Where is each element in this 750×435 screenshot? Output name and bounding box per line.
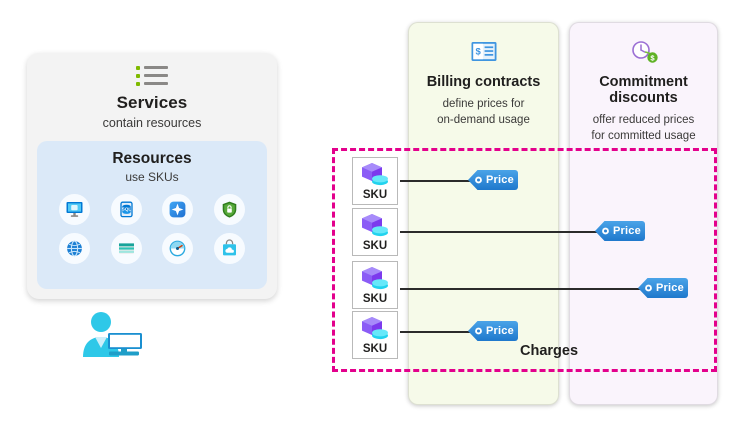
service-icon-cell[interactable] bbox=[204, 233, 256, 264]
svg-text:$: $ bbox=[475, 47, 481, 58]
service-icon-cell[interactable] bbox=[152, 233, 204, 264]
services-card-header: Services contain resources bbox=[27, 53, 277, 130]
panel-billing-subtitle-line-1: define prices for bbox=[442, 98, 525, 111]
sku-box[interactable]: SKU bbox=[352, 311, 398, 359]
resources-title: Resources bbox=[112, 150, 192, 167]
service-icon-cell[interactable] bbox=[49, 194, 101, 225]
services-subtitle: contain resources bbox=[102, 116, 202, 130]
services-title: Services bbox=[116, 93, 188, 112]
panel-commitment-title-line-1: Commitment bbox=[599, 74, 688, 90]
sku-cube-icon bbox=[362, 163, 388, 186]
connector-line-sku-4 bbox=[400, 331, 476, 333]
price-tag[interactable]: Price bbox=[467, 320, 519, 342]
panel-commitment-title: Commitment discounts bbox=[570, 74, 717, 106]
services-card: Services contain resources Resources use… bbox=[27, 53, 277, 299]
user-with-monitor-icon bbox=[78, 310, 148, 360]
price-tag-label: Price bbox=[486, 325, 514, 337]
resources-subtitle: use SKUs bbox=[125, 170, 179, 184]
panel-commitment-subtitle-line-1: offer reduced prices bbox=[592, 114, 695, 127]
price-tag-label: Price bbox=[656, 282, 684, 294]
service-icon-cell[interactable]: SQL bbox=[101, 194, 153, 225]
panel-commitment-discounts: $ Commitment discounts offer reduced pri… bbox=[569, 22, 718, 405]
panel-billing-subtitle-line-2: on-demand usage bbox=[437, 113, 530, 126]
sku-label: SKU bbox=[362, 293, 388, 305]
sku-label: SKU bbox=[362, 240, 388, 252]
list-icon bbox=[136, 65, 168, 87]
service-icon-cell[interactable] bbox=[152, 194, 204, 225]
sku-cube-icon bbox=[362, 317, 388, 340]
connector-line-sku-1 bbox=[400, 180, 476, 182]
sku-cube-icon bbox=[362, 267, 388, 290]
panel-billing-contracts: $ Billing contracts define prices for on… bbox=[408, 22, 559, 405]
svg-text:SQL: SQL bbox=[122, 207, 132, 212]
service-icon-cell[interactable] bbox=[101, 233, 153, 264]
resources-card: Resources use SKUs bbox=[37, 141, 267, 289]
panel-commitment-header: $ Commitment discounts offer reduced pri… bbox=[570, 23, 717, 145]
panel-commitment-subtitle-line-2: for committed usage bbox=[591, 129, 696, 142]
charges-label: Charges bbox=[520, 343, 579, 359]
panel-commitment-title-line-2: discounts bbox=[609, 90, 678, 107]
clock-discount-icon: $ bbox=[570, 37, 717, 67]
monitor-gauge-icon bbox=[162, 233, 194, 264]
connector-line-sku-3 bbox=[400, 288, 645, 290]
panel-billing-title: Billing contracts bbox=[426, 74, 541, 90]
storage-table-icon bbox=[110, 233, 142, 264]
connector-line-sku-2 bbox=[400, 231, 602, 233]
sku-box[interactable]: SKU bbox=[352, 261, 398, 309]
invoice-icon: $ bbox=[409, 37, 558, 67]
price-tag[interactable]: Price bbox=[467, 169, 519, 191]
virtual-machine-icon bbox=[59, 194, 91, 225]
service-icon-cell[interactable] bbox=[204, 194, 256, 225]
service-icon-grid: SQL bbox=[49, 194, 255, 264]
sku-box[interactable]: SKU bbox=[352, 157, 398, 205]
panel-commitment-subtitle: offer reduced prices for committed usage bbox=[570, 113, 717, 144]
network-globe-icon bbox=[59, 233, 91, 264]
sku-label: SKU bbox=[362, 343, 388, 355]
sku-label: SKU bbox=[362, 189, 388, 201]
service-icon-cell[interactable] bbox=[49, 233, 101, 264]
sku-cube-icon bbox=[362, 214, 388, 237]
svg-text:$: $ bbox=[650, 54, 655, 63]
price-tag-label: Price bbox=[486, 174, 514, 186]
security-shield-icon bbox=[213, 194, 245, 225]
price-tag[interactable]: Price bbox=[637, 277, 689, 299]
price-tag[interactable]: Price bbox=[594, 220, 646, 242]
panel-billing-header: $ Billing contracts define prices for on… bbox=[409, 23, 558, 128]
marketplace-bag-icon bbox=[213, 233, 245, 264]
panel-billing-subtitle: define prices for on-demand usage bbox=[409, 97, 558, 128]
price-tag-label: Price bbox=[613, 225, 641, 237]
sql-database-icon: SQL bbox=[110, 194, 142, 225]
ai-sparkle-icon bbox=[162, 194, 194, 225]
sku-box[interactable]: SKU bbox=[352, 208, 398, 256]
